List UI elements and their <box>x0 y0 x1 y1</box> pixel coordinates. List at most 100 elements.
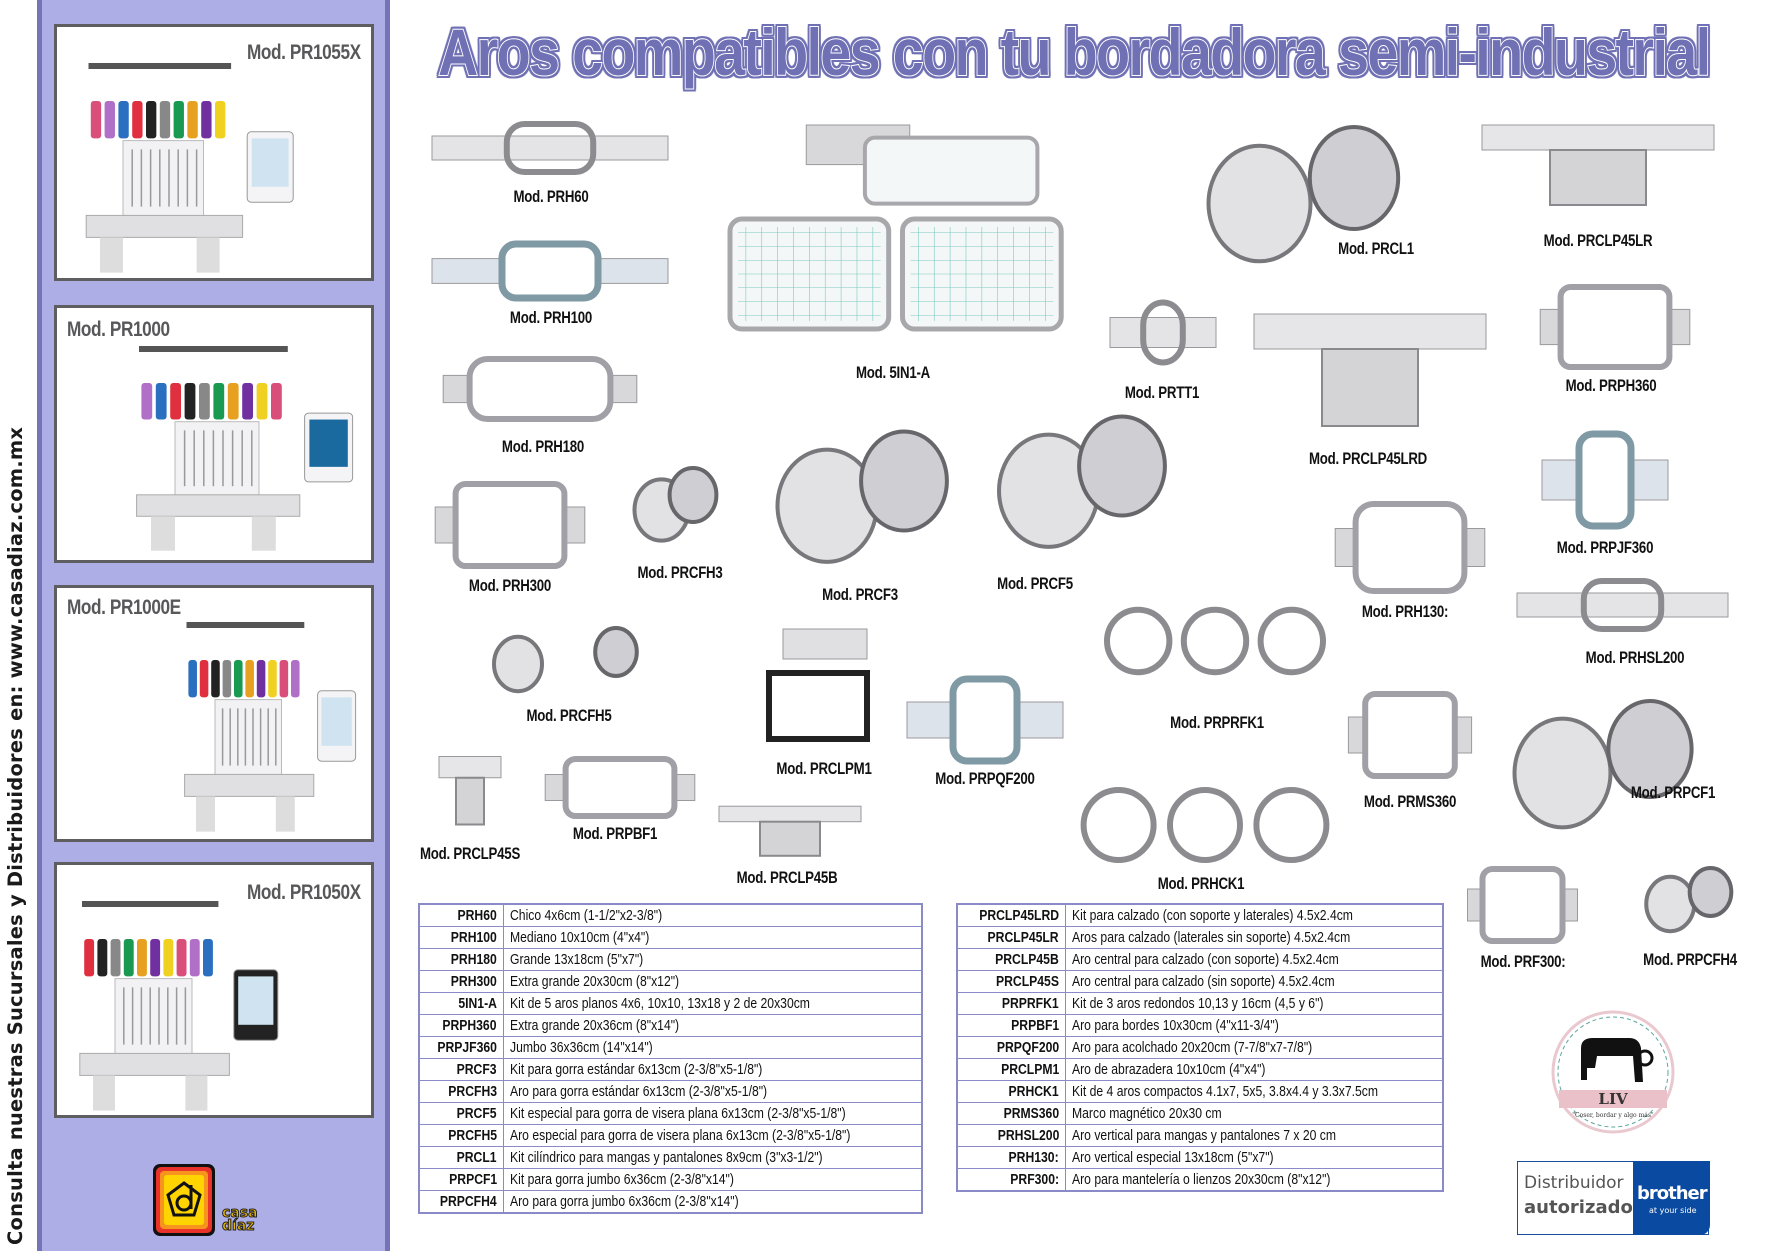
product-label: Mod. PRMS360 <box>1363 792 1457 811</box>
spec-row: PRCFH5 Aro especial para gorra de visera … <box>418 1124 923 1147</box>
spec-description: Kit para gorra jumbo 6x36cm (2-3/8"x14") <box>509 1171 734 1188</box>
machine-model-label: Mod. PR1000 <box>67 318 170 341</box>
product-label: Mod. PRCLP45S <box>419 844 521 863</box>
machine-card: Mod. PR1000 <box>54 305 374 563</box>
spec-code-cell: PRCFH3 <box>418 1080 504 1103</box>
product-label: Mod. PRCLP45LR <box>1543 231 1653 250</box>
hoop-jumbo-icon <box>1539 284 1691 370</box>
product-label: Mod. PRPJF360 <box>1556 538 1654 557</box>
spec-desc-cell: Aro vertical para mangas y pantalones 7 … <box>1065 1124 1444 1147</box>
spec-desc-cell: Marco magnético 20x30 cm <box>1065 1102 1444 1125</box>
brother-brand: brother <box>1637 1182 1708 1204</box>
spec-code: PRCLPM1 <box>1000 1061 1060 1078</box>
cap-kit-icon <box>775 429 949 564</box>
spec-code-cell: PRF300: <box>956 1168 1067 1192</box>
spec-desc-cell: Grande 13x18cm (5"x7") <box>502 948 923 971</box>
spec-description: Aro para acolchado 20x20cm (7-7/8"x7-7/8… <box>1072 1039 1313 1056</box>
spec-code-cell: PRPRFK1 <box>956 992 1067 1015</box>
spec-description: Aro para bordes 10x30cm (4"x11-3/4") <box>1072 1017 1279 1034</box>
casa-diaz-line2: díaz <box>222 1218 255 1234</box>
spec-description: Kit de 5 aros planos 4x6, 10x10, 13x18 y… <box>509 995 810 1012</box>
shoe-clamp-icon <box>438 756 502 826</box>
hoop-square-icon <box>431 240 669 302</box>
spec-description: Aro especial para gorra de visera plana … <box>509 1127 851 1144</box>
compact-hoop-kit-icon <box>1080 787 1330 863</box>
flat-hoop-kit-icon <box>727 124 1064 332</box>
product-label: Mod. PRHCK1 <box>1157 874 1245 893</box>
spec-description: Kit para gorra estándar 6x13cm (2-3/8"x5… <box>509 1061 763 1078</box>
machine-model-label: Mod. PR1000E <box>67 596 181 619</box>
product-label: Mod. PRCL1 <box>1338 239 1414 258</box>
spec-code: PRH300 <box>450 973 497 990</box>
shoe-clamp-kit-icon <box>1253 313 1487 427</box>
spec-row: PRH300 Extra grande 20x30cm (8"x12") <box>418 970 923 993</box>
product-label: Mod. PRH100 <box>509 308 593 327</box>
spec-description: Aro para mantelería o lienzos 20x30cm (8… <box>1072 1171 1331 1188</box>
spec-desc-cell: Aro de abrazadera 10x10cm (4"x4") <box>1065 1058 1444 1081</box>
magnetic-frame-icon <box>1347 691 1473 779</box>
flat-brim-cap-kit-icon <box>997 414 1167 549</box>
clamp-hoop-icon <box>766 628 870 742</box>
spec-code: PRH100 <box>450 929 497 946</box>
product-label: Mod. 5IN1-A <box>855 363 931 382</box>
spec-desc-cell: Kit para calzado (con soporte y laterale… <box>1065 903 1444 927</box>
spec-description: Extra grande 20x30cm (8"x12") <box>509 973 680 990</box>
sleeve-hoop-icon <box>1516 578 1729 632</box>
product-label: Mod. PRH60 <box>513 187 589 206</box>
spec-code: PRCFH5 <box>448 1127 497 1144</box>
liv-slogan: "Coser, bordar y algo más" <box>1572 1112 1654 1119</box>
side-note-vertical: Consulta nuestras Sucursales y Distribui… <box>4 426 27 1245</box>
product-label: Mod. PRCLP45B <box>736 868 838 887</box>
spec-desc-cell: Kit para gorra jumbo 6x36cm (2-3/8"x14") <box>502 1168 923 1191</box>
distributor-label: Distribuidor <box>1524 1173 1624 1193</box>
spec-desc-cell: Aro para gorra estándar 6x13cm (2-3/8"x5… <box>502 1080 923 1103</box>
spec-code-cell: 5IN1-A <box>418 992 504 1015</box>
spec-desc-cell: Kit cilíndrico para mangas y pantalones … <box>502 1146 923 1169</box>
spec-code-cell: PRCLPM1 <box>956 1058 1067 1081</box>
product-label: Mod. PRF300: <box>1480 952 1566 971</box>
shoe-clamp-base-icon <box>718 805 862 857</box>
product-label: Mod. PRH300 <box>468 576 552 595</box>
spec-description: Marco magnético 20x30 cm <box>1072 1105 1222 1122</box>
spec-desc-cell: Aro para mantelería o lienzos 20x30cm (8… <box>1065 1168 1444 1192</box>
spec-code: PRH130: <box>1008 1149 1060 1166</box>
spec-code-cell: PRCL1 <box>418 1146 504 1169</box>
quilt-frame-icon <box>906 675 1064 765</box>
spec-desc-cell: Aro central para calzado (con soporte) 4… <box>1065 948 1444 971</box>
spec-code: PRCFH3 <box>448 1083 497 1100</box>
spec-code-cell: PRH180 <box>418 948 504 971</box>
spec-code-cell: PRCFH5 <box>418 1124 504 1147</box>
product-label: Mod. PRHSL200 <box>1585 648 1685 667</box>
spec-code: PRPCF1 <box>448 1171 497 1188</box>
product-label: Mod. PRPQF200 <box>935 769 1035 788</box>
casa-diaz-wordmark: casa díaz <box>222 1206 259 1234</box>
brother-logo: brother at your side <box>1633 1160 1710 1235</box>
machine-model-label: Mod. PR1055X <box>247 41 361 64</box>
jumbo-frame-icon <box>1541 430 1669 530</box>
spec-desc-cell: Aro especial para gorra de visera plana … <box>502 1124 923 1147</box>
spec-code: PRCLP45B <box>995 951 1060 968</box>
spec-row: PRCLP45B Aro central para calzado (con so… <box>956 948 1444 971</box>
spec-code-cell: PRCLP45LR <box>956 926 1067 949</box>
spec-description: Kit para calzado (con soporte y laterale… <box>1072 907 1354 924</box>
round-hoop-kit-icon <box>1104 606 1327 676</box>
machine-model-label: Mod. PR1050X <box>247 881 361 904</box>
spec-code-cell: PRCLP45S <box>956 970 1067 993</box>
spec-desc-cell: Kit para gorra estándar 6x13cm (2-3/8"x5… <box>502 1058 923 1081</box>
spec-desc-cell: Aro para bordes 10x30cm (4"x11-3/4") <box>1065 1014 1444 1037</box>
tablecloth-hoop-icon <box>1467 866 1578 944</box>
product-label: Mod. PRH130: <box>1361 602 1449 621</box>
spec-description: Aro central para calzado (con soporte) 4… <box>1072 951 1339 968</box>
spec-description: Aro vertical para mangas y pantalones 7 … <box>1072 1127 1337 1144</box>
spec-code-cell: PRPBF1 <box>956 1014 1067 1037</box>
spec-code: PRPH360 <box>442 1017 497 1034</box>
